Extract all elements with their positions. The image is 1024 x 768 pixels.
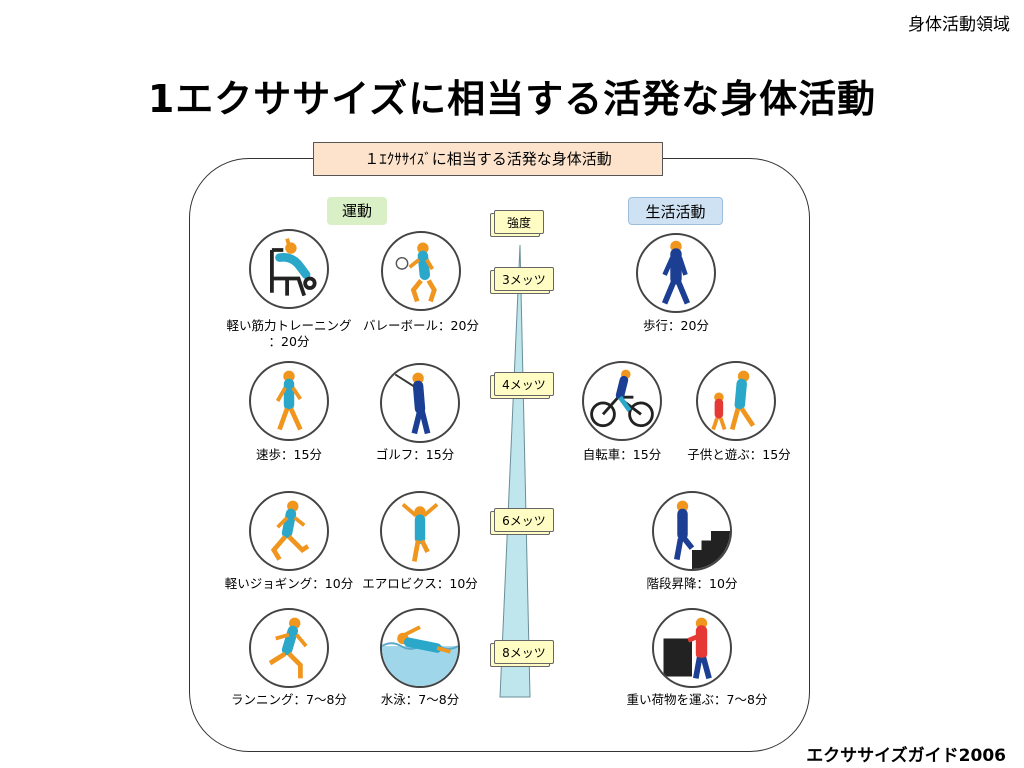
exercise-category-label: 運動: [327, 197, 387, 225]
bicycle-label: 自転車：15分: [582, 447, 662, 462]
weight-training-duration: ：20分: [268, 334, 310, 349]
weight-training-label: 軽い筋力トレーニング: [226, 318, 352, 333]
diagram-title: １ｴｸｻｻｲｽﾞに相当する活発な身体活動: [313, 142, 663, 176]
running-icon: [249, 608, 329, 688]
aerobics-label: エアロビクス：10分: [362, 576, 478, 591]
bicycle-icon: [582, 361, 662, 441]
mets-4-flag: 4メッツ: [494, 372, 554, 396]
walking-label: 歩行：20分: [643, 318, 709, 333]
playing-with-child-label: 子供と遊ぶ：15分: [687, 447, 791, 462]
running-label: ランニング：7～8分: [231, 692, 347, 707]
stairs-label: 階段昇降：10分: [646, 576, 738, 591]
jogging-label: 軽いジョギング：10分: [224, 576, 354, 591]
slide-title: 1エクササイズに相当する活発な身体活動: [147, 77, 877, 121]
section-label: 身体活動領域: [908, 15, 1010, 35]
weight-training-icon: [249, 229, 329, 309]
mets-8-flag: 8メッツ: [494, 640, 554, 664]
aerobics-icon: [380, 491, 460, 571]
stairs-icon: [652, 491, 732, 571]
carrying-load-icon: [652, 608, 732, 688]
brisk-walking-label: 速歩：15分: [256, 447, 322, 462]
jogging-icon: [249, 491, 329, 571]
volleyball-icon: [381, 231, 461, 311]
golf-icon: [380, 363, 460, 443]
mets-3-flag: 3メッツ: [494, 267, 554, 291]
carrying-load-label: 重い荷物を運ぶ：7～8分: [626, 692, 768, 707]
mets-6-flag: 6メッツ: [494, 508, 554, 532]
intensity-flag: 強度: [494, 210, 544, 234]
golf-label: ゴルフ：15分: [375, 447, 455, 462]
walking-icon: [636, 233, 716, 313]
swimming-icon: [380, 608, 460, 688]
daily-life-category-label: 生活活動: [628, 197, 723, 225]
swimming-label: 水泳：7～8分: [380, 692, 460, 707]
source-credit: エクササイズガイド2006: [806, 746, 1006, 766]
volleyball-label: バレーボール：20分: [363, 318, 479, 333]
playing-with-child-icon: [696, 361, 776, 441]
intensity-pillar: [499, 244, 531, 698]
brisk-walking-icon: [249, 361, 329, 441]
